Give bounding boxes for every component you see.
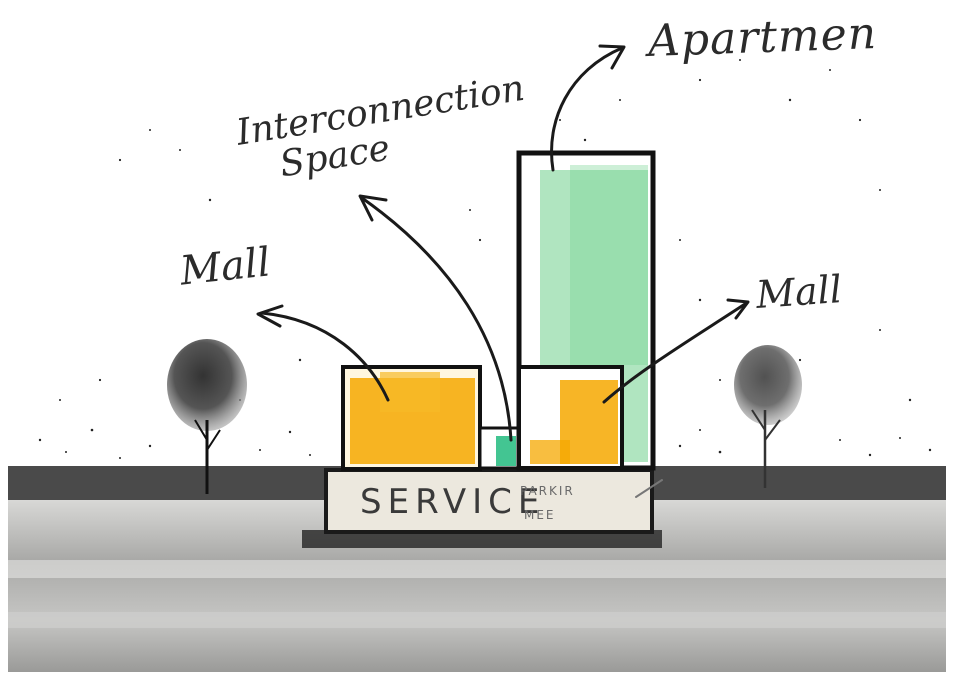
label-apartment: Apartmen xyxy=(647,8,878,67)
label-mall-left: Mall xyxy=(178,239,273,294)
label-service: SERVICE xyxy=(360,482,545,522)
label-parking-line2: MEE xyxy=(524,508,556,522)
label-parking-line1: PARKIR xyxy=(520,484,575,498)
label-mall-right: Mall xyxy=(755,267,844,317)
